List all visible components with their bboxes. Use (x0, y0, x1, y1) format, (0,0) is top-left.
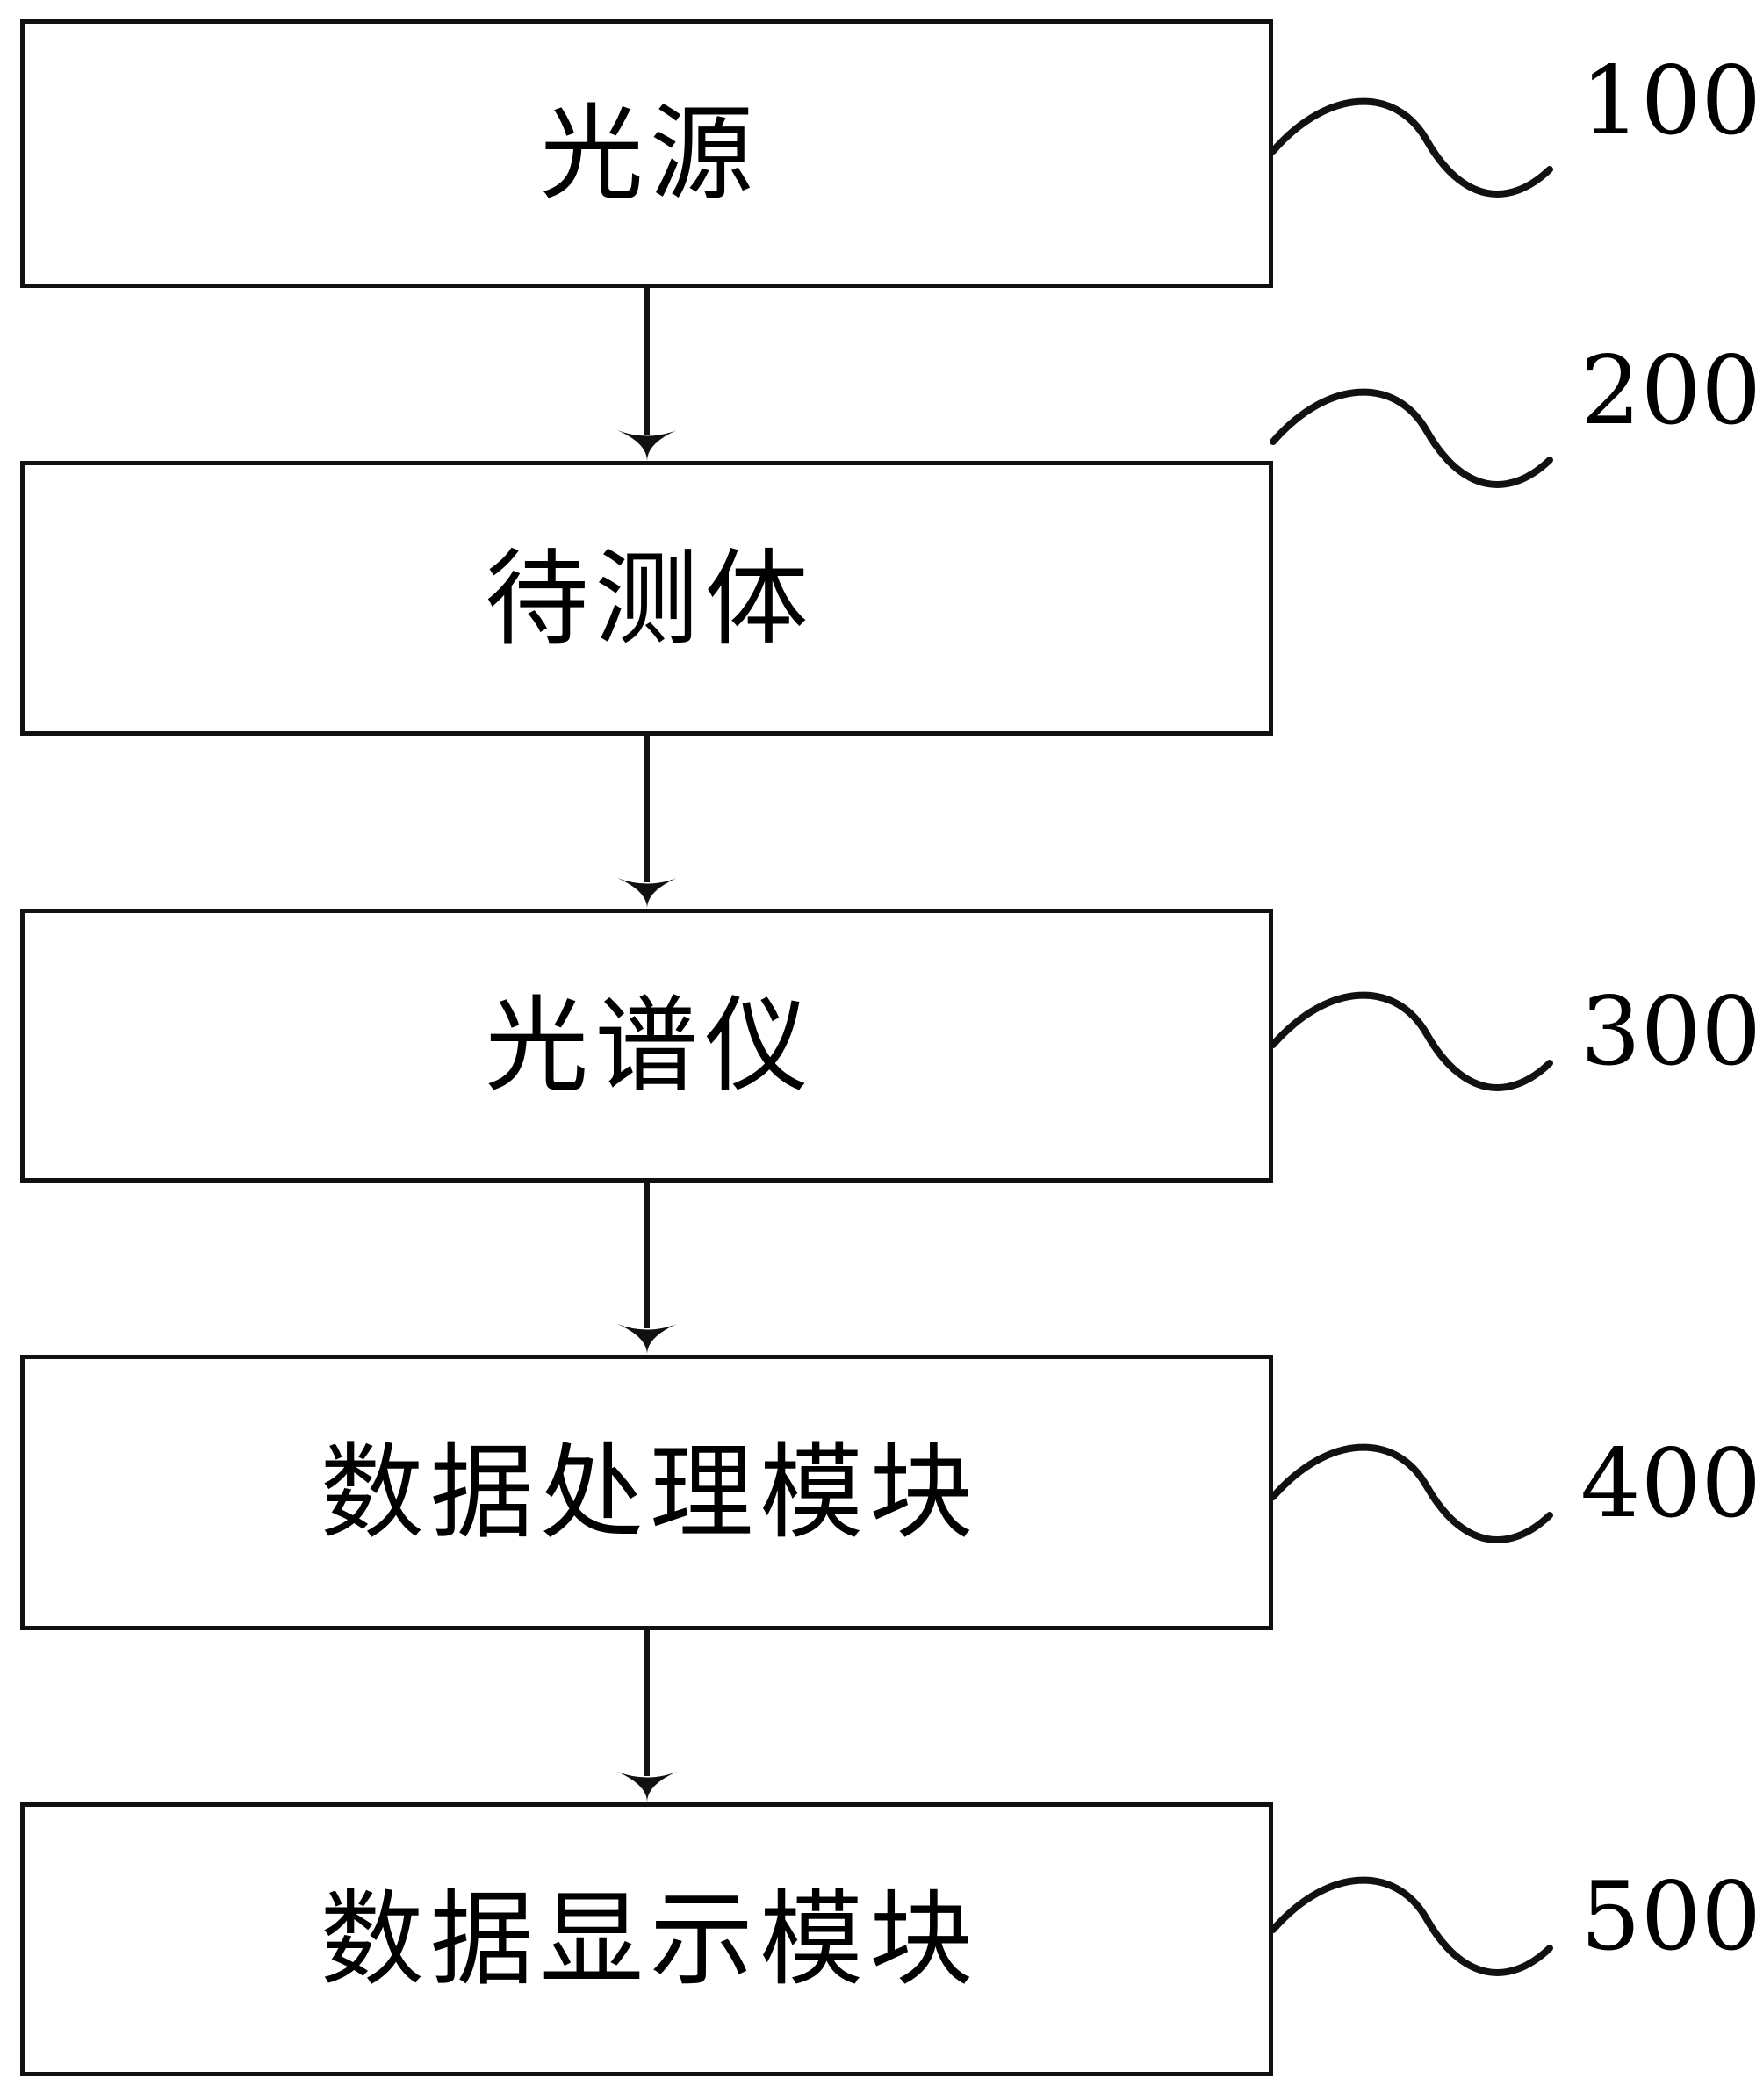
connector-light-source-to-object-under-test (617, 288, 677, 461)
node-label: 光源 (539, 93, 760, 214)
leader-line-300 (1270, 991, 1553, 1091)
node-light-source[interactable]: 光源 (20, 19, 1273, 288)
leader-line-400 (1270, 1443, 1553, 1543)
node-label: 待测体 (485, 537, 815, 659)
connector-spectrometer-to-data-processing-module (617, 1183, 677, 1355)
node-data-display-module[interactable]: 数据显示模块 (20, 1802, 1273, 2076)
connector-data-processing-module-to-data-display-module (617, 1630, 677, 1802)
reference-number-400: 400 (1580, 1429, 1756, 1539)
reference-number-200: 200 (1580, 336, 1756, 446)
leader-line-500 (1270, 1876, 1553, 1976)
reference-number-100: 100 (1580, 47, 1756, 156)
node-label: 数据处理模块 (320, 1432, 980, 1553)
node-object-under-test[interactable]: 待测体 (20, 461, 1273, 736)
leader-line-200 (1270, 388, 1553, 488)
reference-number-500: 500 (1580, 1862, 1756, 1972)
node-label: 光谱仪 (485, 985, 815, 1106)
connector-object-under-test-to-spectrometer (617, 736, 677, 909)
node-spectrometer[interactable]: 光谱仪 (20, 909, 1273, 1183)
node-data-processing-module[interactable]: 数据处理模块 (20, 1355, 1273, 1630)
reference-number-300: 300 (1580, 977, 1756, 1087)
leader-line-100 (1270, 97, 1553, 198)
node-label: 数据显示模块 (320, 1879, 980, 2000)
